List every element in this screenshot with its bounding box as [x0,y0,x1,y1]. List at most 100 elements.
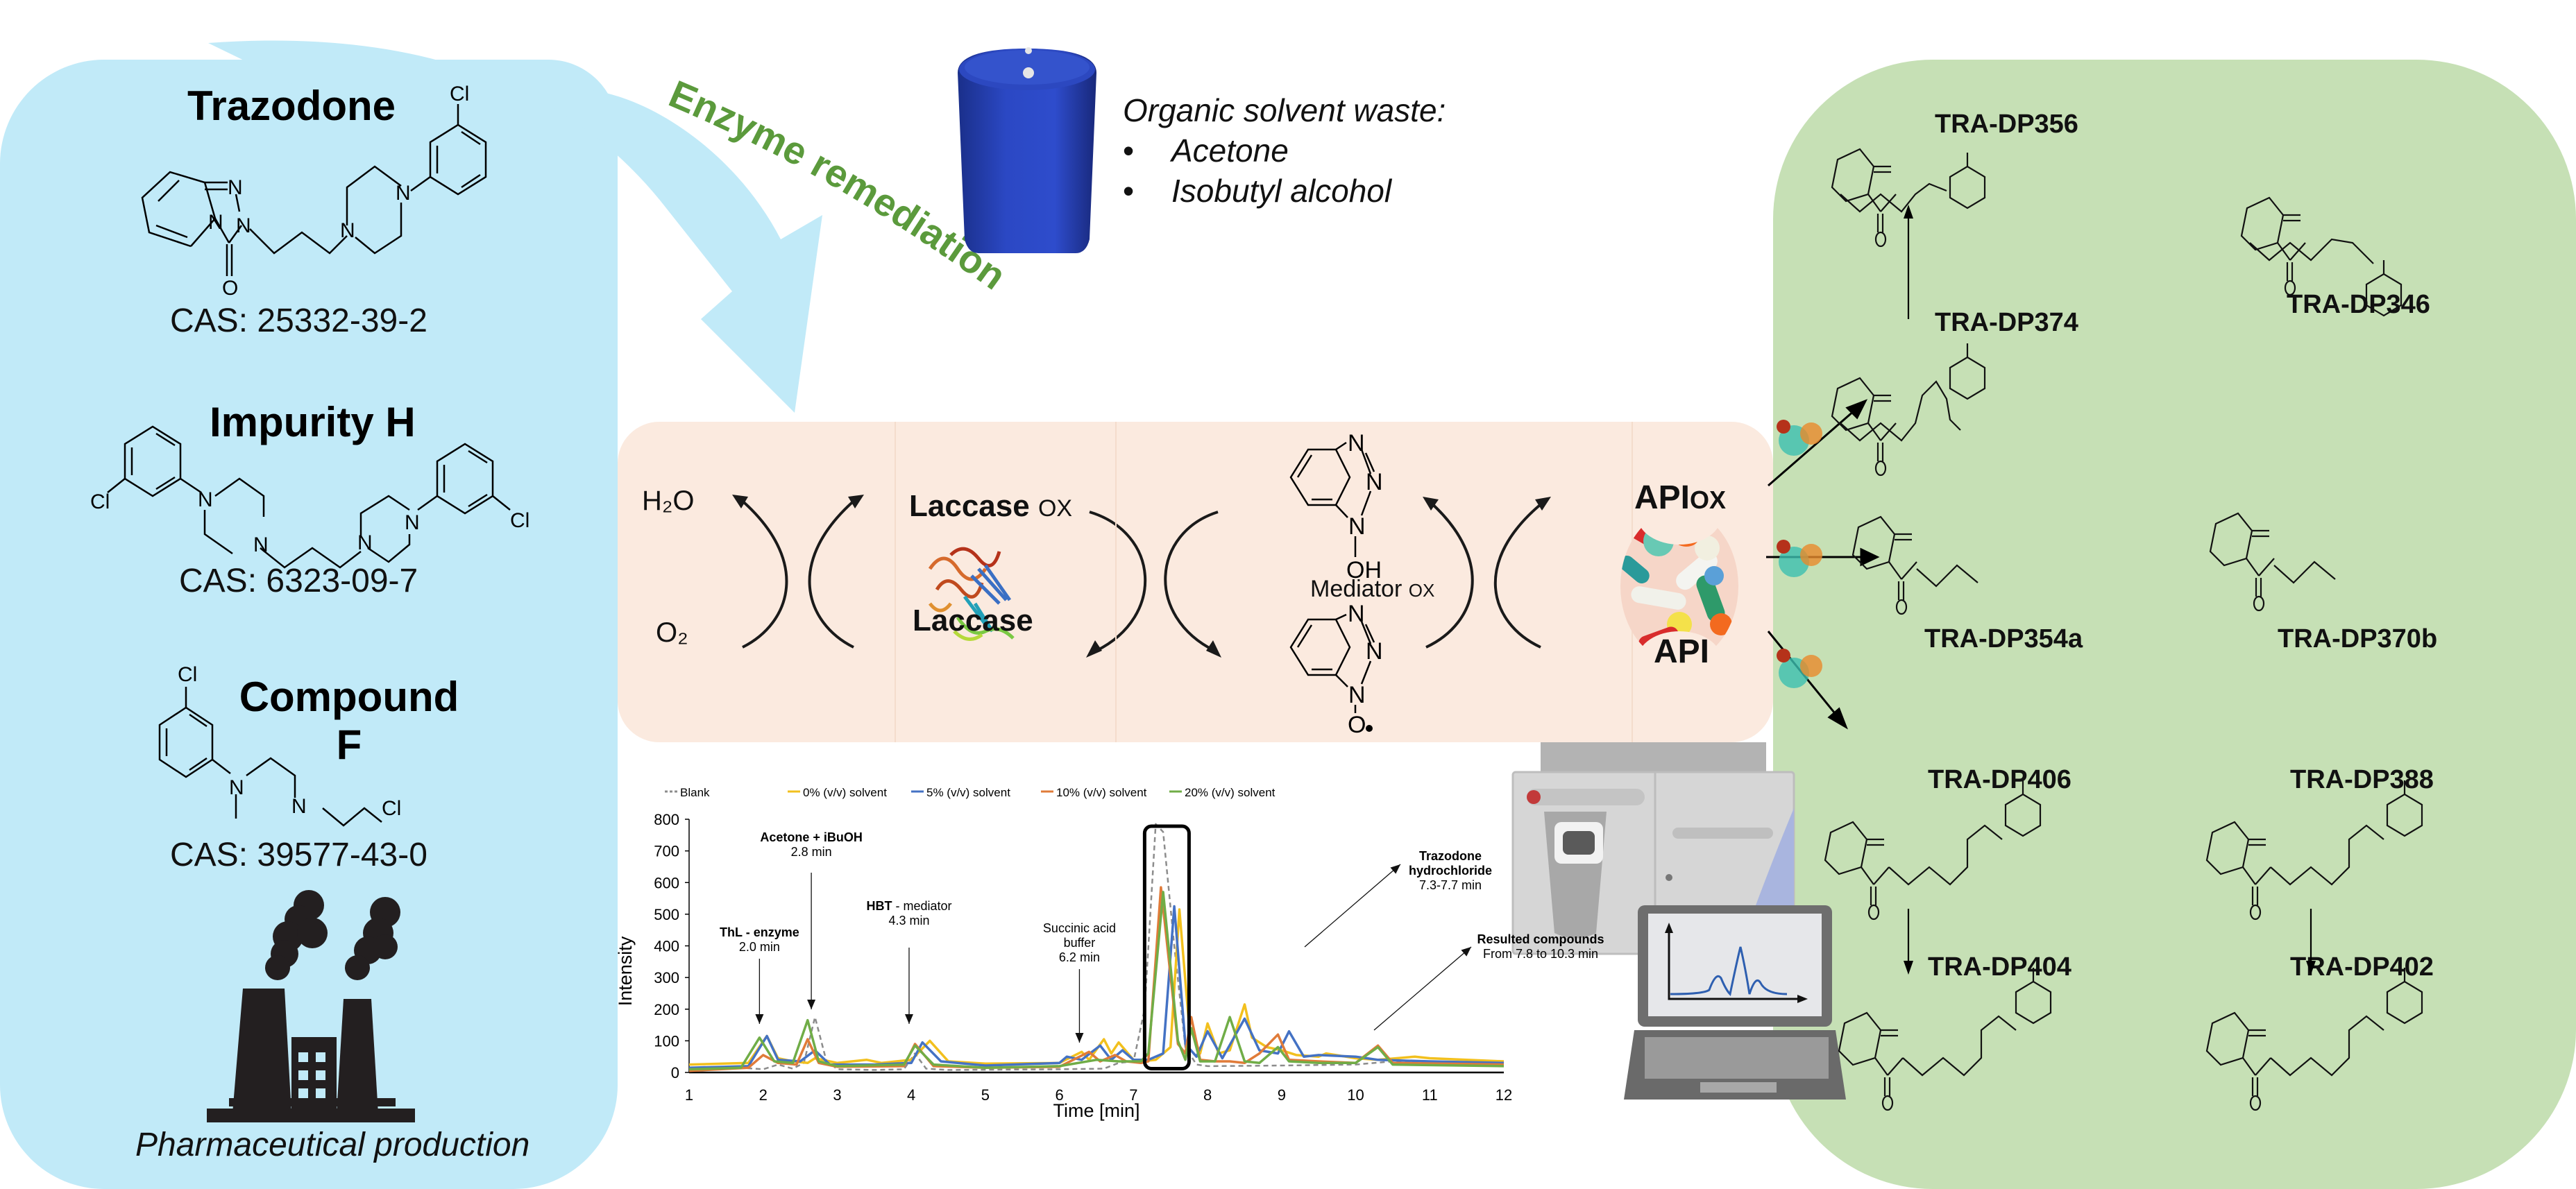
atom-n: N [236,214,251,237]
solvent-item: Acetone [1123,130,1446,171]
enzyme-remediation-arrow: Enzyme remediation [208,40,1014,413]
mediator-ox-subscript: OX [1408,580,1435,601]
laccase-label: Laccase [913,604,1033,638]
annotation-hbt-mediator: HBT - mediator [866,899,951,913]
y-tick-label: 0 [671,1064,679,1081]
product-label: TRA-DP402 [2290,952,2434,982]
annotation-succinic-time: 6.2 min [1059,950,1100,964]
atom-cl: Cl [90,490,110,513]
x-tick-label: 10 [1347,1086,1364,1104]
hbt-mediator-structure: NNN OH [1289,430,1383,583]
chart-series [688,823,1505,1072]
laccase-ox-label: Laccase OX [909,489,1072,524]
annotation-arrowhead [904,1014,913,1024]
atom-n: N [357,531,373,554]
solvent-waste-info: Organic solvent waste: Acetone Isobutyl … [1123,90,1446,211]
svg-text:N: N [1348,682,1366,708]
annotation-trazodone-time: 7.3-7.7 min [1419,878,1482,892]
y-tick-label: 400 [654,938,679,955]
atom-n: N [340,219,355,242]
annotation-trazodone: Trazodone [1419,849,1482,863]
y-axis-label: Intensity [615,936,636,1006]
svg-text:N: N [1366,638,1383,665]
x-tick-label: 2 [759,1086,768,1104]
series-line-20-v-v-solvent [688,891,1505,1071]
annotation-arrowhead [1390,864,1400,874]
product-label: TRA-DP388 [2290,765,2434,794]
product-label: TRA-DP404 [1928,952,2071,982]
legend-label: 20% (v/v) solvent [1185,786,1276,799]
cas-impurity-h: CAS: 6323-09-7 [179,563,418,599]
product-label: TRA-DP346 [2287,290,2430,319]
annotation-arrow [1373,946,1472,1031]
api-ox-label: APIOX [1634,479,1726,517]
factory-icon [207,890,415,1122]
mediator-ox-text: Mediator [1310,576,1403,602]
laccase-ox-text: Laccase [909,489,1030,523]
atom-n: N [291,795,307,818]
x-tick-label: 5 [981,1086,990,1104]
x-tick-label: 7 [1129,1086,1137,1104]
x-tick-label: 8 [1203,1086,1212,1104]
x-tick-label: 1 [685,1086,693,1104]
curved-arrow [1164,511,1219,652]
hplc-instrument-icon [1511,742,1846,1100]
annotation-trazodone-2: hydrochloride [1409,864,1492,878]
atom-n: N [228,176,243,199]
annotation-arrowhead [1075,1033,1084,1043]
x-tick-label: 11 [1422,1086,1438,1104]
legend-label: 0% (v/v) solvent [803,786,887,799]
curved-arrow [1089,511,1147,652]
product-label: TRA-DP354a [1924,624,2083,653]
x-tick-label: 3 [833,1086,841,1104]
enzyme-protein-icon [1777,420,1822,688]
annotation-hbt-time: 4.3 min [888,914,929,927]
factory-caption: Pharmaceutical production [135,1127,530,1163]
svg-text:N: N [1348,601,1365,627]
annotation-succinic-buffer: buffer [1064,936,1096,950]
api-label: API [1654,633,1710,670]
x-tick-label: 9 [1278,1086,1286,1104]
water-label: H₂O [642,486,695,516]
cycle-arrows [732,422,1633,742]
atom-o: O [222,277,238,300]
compound-f-structure: Cl N N Cl [158,663,401,827]
compound-title-trazodone: Trazodone [187,83,396,129]
compound-title-impurity-h: Impurity H [210,399,416,445]
product-label: TRA-DP374 [1935,308,2078,337]
laccase-ox-subscript: OX [1037,495,1073,522]
annotation-thl-enzyme: ThL - enzyme [720,925,799,939]
atom-n: N [253,533,269,556]
pills-image-icon [1620,489,1738,687]
legend-label: Blank [680,786,710,799]
x-tick-label: 4 [907,1086,915,1104]
product-label: TRA-DP370b [2278,624,2438,653]
atom-n: N [229,776,244,799]
atom-cl: Cl [178,663,197,686]
atom-n: N [396,182,411,205]
trazodone-structure: N N N O N N Cl [141,83,487,300]
y-tick-label: 800 [654,811,679,828]
curved-arrow [738,497,788,649]
svg-text:N: N [1348,513,1366,540]
x-axis-label: Time [min] [1053,1100,1139,1121]
x-tick-label: 6 [1056,1086,1064,1104]
x-tick-label: 12 [1495,1086,1512,1104]
atom-cl: Cl [450,83,469,105]
legend-label: 5% (v/v) solvent [926,786,1010,799]
series-line-5-v-v-solvent [688,905,1505,1069]
annotation-resulted-compounds: Resulted compounds [1477,932,1604,946]
annotation-succinic-acid: Succinic acid [1043,921,1116,935]
y-tick-label: 100 [654,1032,679,1050]
laccase-protein-icon [928,547,1015,641]
y-tick-label: 600 [654,874,679,891]
product-label: TRA-DP406 [1928,765,2071,794]
solvent-heading: Organic solvent waste: [1123,92,1446,128]
parent-compounds-panel [0,60,618,1189]
solvent-drum-icon [958,47,1096,253]
y-tick-label: 200 [654,1001,679,1018]
